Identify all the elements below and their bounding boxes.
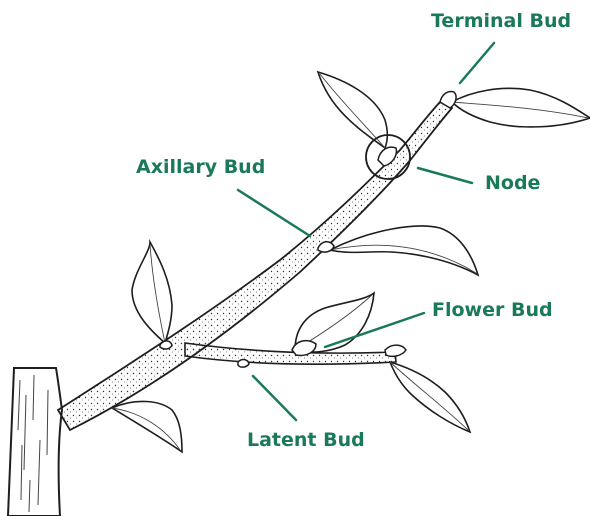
- axillary-bud-label: Axillary Bud: [136, 158, 265, 177]
- leader-latent-bud: [253, 376, 296, 420]
- leader-axillary-bud: [238, 190, 310, 236]
- leader-node: [418, 168, 472, 183]
- leaf-veins: [112, 74, 588, 450]
- latent-bud-label: Latent Bud: [247, 431, 365, 450]
- flower-bud-tip: [385, 345, 406, 356]
- leaf-left-lower: [112, 401, 182, 452]
- leaf-top-left: [318, 72, 387, 148]
- lower-bud: [160, 341, 172, 349]
- node-label: Node: [485, 174, 540, 193]
- leaf-mid-right: [330, 226, 478, 275]
- leaves: [112, 72, 590, 452]
- trunk: [8, 368, 62, 516]
- terminal-bud-label: Terminal Bud: [431, 12, 571, 31]
- side-branch: [185, 343, 396, 364]
- flower-bud-label: Flower Bud: [432, 301, 553, 320]
- leaf-left-upper: [132, 242, 172, 343]
- leader-terminal-bud: [460, 43, 494, 83]
- latent-bud: [238, 360, 249, 368]
